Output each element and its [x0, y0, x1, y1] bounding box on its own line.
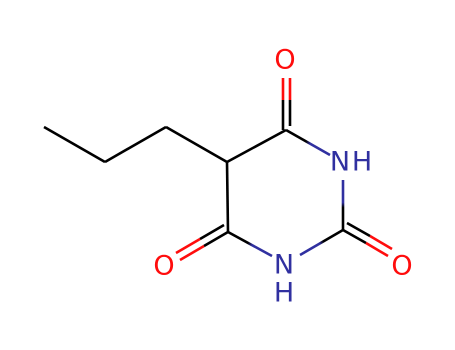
- atom-oxygen-left: O: [153, 251, 174, 282]
- bond-c2-o-right-c: [346, 221, 371, 238]
- bond-c4-c5: [225, 161, 230, 233]
- bond-c2-o-right-a: [342, 228, 367, 245]
- bond-n3-c4: [227, 230, 273, 258]
- bond-c4-o-left-b: [179, 244, 205, 262]
- atom-oxygen-right: O: [391, 251, 412, 282]
- bond-c2-o-right-d: [369, 234, 393, 251]
- atom-nitrogen-lower: N: [274, 250, 294, 281]
- bond-chain-1: [43, 125, 106, 164]
- bond-chain-2: [104, 125, 167, 164]
- bond-c2-n3: [299, 228, 344, 257]
- atom-nitrogen-lower-hydrogen: H: [274, 278, 294, 309]
- atom-nitrogen-upper-hydrogen: H: [352, 147, 372, 178]
- atom-nitrogen-upper: N: [330, 147, 350, 178]
- bond-c4-o-left-c: [199, 223, 225, 241]
- bond-chain-3: [165, 125, 228, 164]
- bond-c6-n1: [285, 128, 331, 157]
- atom-oxygen-top: O: [274, 45, 295, 76]
- bond-c5-c6: [226, 128, 287, 164]
- bond-c4-o-left-a: [203, 230, 229, 248]
- bond-c2-o-right-b: [365, 241, 389, 258]
- bond-c4-o-left-d: [175, 237, 201, 255]
